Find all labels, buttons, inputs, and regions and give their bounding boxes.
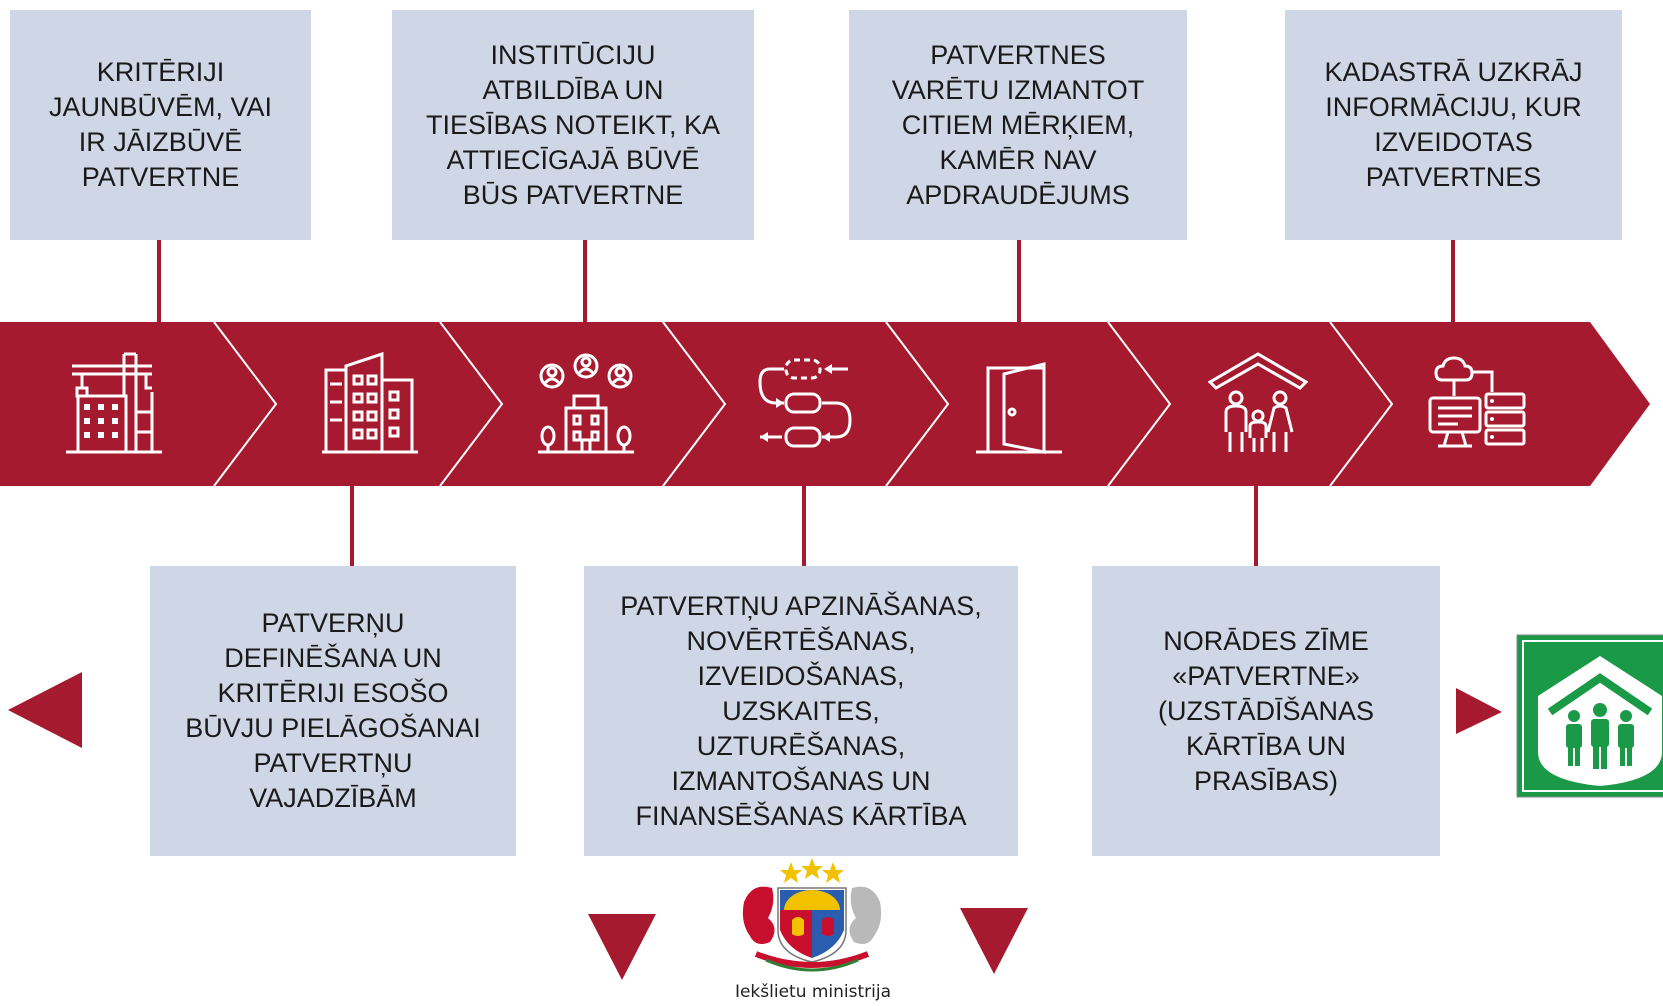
connector-top-3 <box>1017 240 1021 322</box>
chevron-divider-5 <box>1107 322 1172 486</box>
chevron-divider-1 <box>213 322 278 486</box>
bottom-box-procedures: PATVERTŅU APZINĀŠANAS, NOVĒRTĒŠANAS, IZV… <box>584 566 1018 856</box>
connector-bottom-3 <box>1254 486 1258 566</box>
apartment-building-icon <box>322 352 418 454</box>
bottom-box-shelter-definition: PATVERŅU DEFINĒŠANA UN KRITĒRIJI ESOŠO B… <box>150 566 516 856</box>
connector-top-1 <box>157 240 161 322</box>
top-box-other-purposes: PATVERTNES VARĒTU IZMANTOT CITIEM MĒRĶIE… <box>849 10 1187 240</box>
connector-bottom-2 <box>802 486 806 566</box>
chevron-divider-4 <box>885 322 950 486</box>
shelter-sign-icon <box>1516 634 1663 798</box>
top-box-institutions-responsibility: INSTITŪCIJU ATBILDĪBA UN TIESĪBAS NOTEIK… <box>392 10 754 240</box>
right-pointer-triangle <box>1456 688 1502 734</box>
open-door-icon <box>976 362 1062 454</box>
connector-top-4 <box>1451 240 1455 322</box>
connector-bottom-1 <box>350 486 354 566</box>
ministry-label: Iekšlietu ministrija <box>734 982 892 1002</box>
institution-people-icon <box>538 353 634 454</box>
process-flow-icon <box>758 358 852 448</box>
down-pointer-triangle-right <box>960 908 1028 974</box>
down-pointer-triangle-left <box>588 914 656 980</box>
left-pointer-triangle <box>8 672 82 748</box>
coat-of-arms-logo <box>742 858 882 972</box>
chevron-divider-3 <box>662 322 727 486</box>
cloud-server-database-icon <box>1428 356 1526 448</box>
chevron-divider-6 <box>1329 322 1394 486</box>
bottom-box-sign-requirements: NORĀDES ZĪME «PATVERTNE» (UZSTĀDĪŠANAS K… <box>1092 566 1440 856</box>
chevron-divider-2 <box>439 322 504 486</box>
top-box-cadastre-information: KADASTRĀ UZKRĀJ INFORMĀCIJU, KUR IZVEIDO… <box>1285 10 1622 240</box>
connector-top-2 <box>583 240 587 322</box>
construction-crane-icon <box>66 352 162 454</box>
top-box-criteria-new-buildings: KRITĒRIJI JAUNBŪVĒM, VAI IR JĀIZBŪVĒ PAT… <box>10 10 311 240</box>
family-shelter-icon <box>1208 352 1308 452</box>
